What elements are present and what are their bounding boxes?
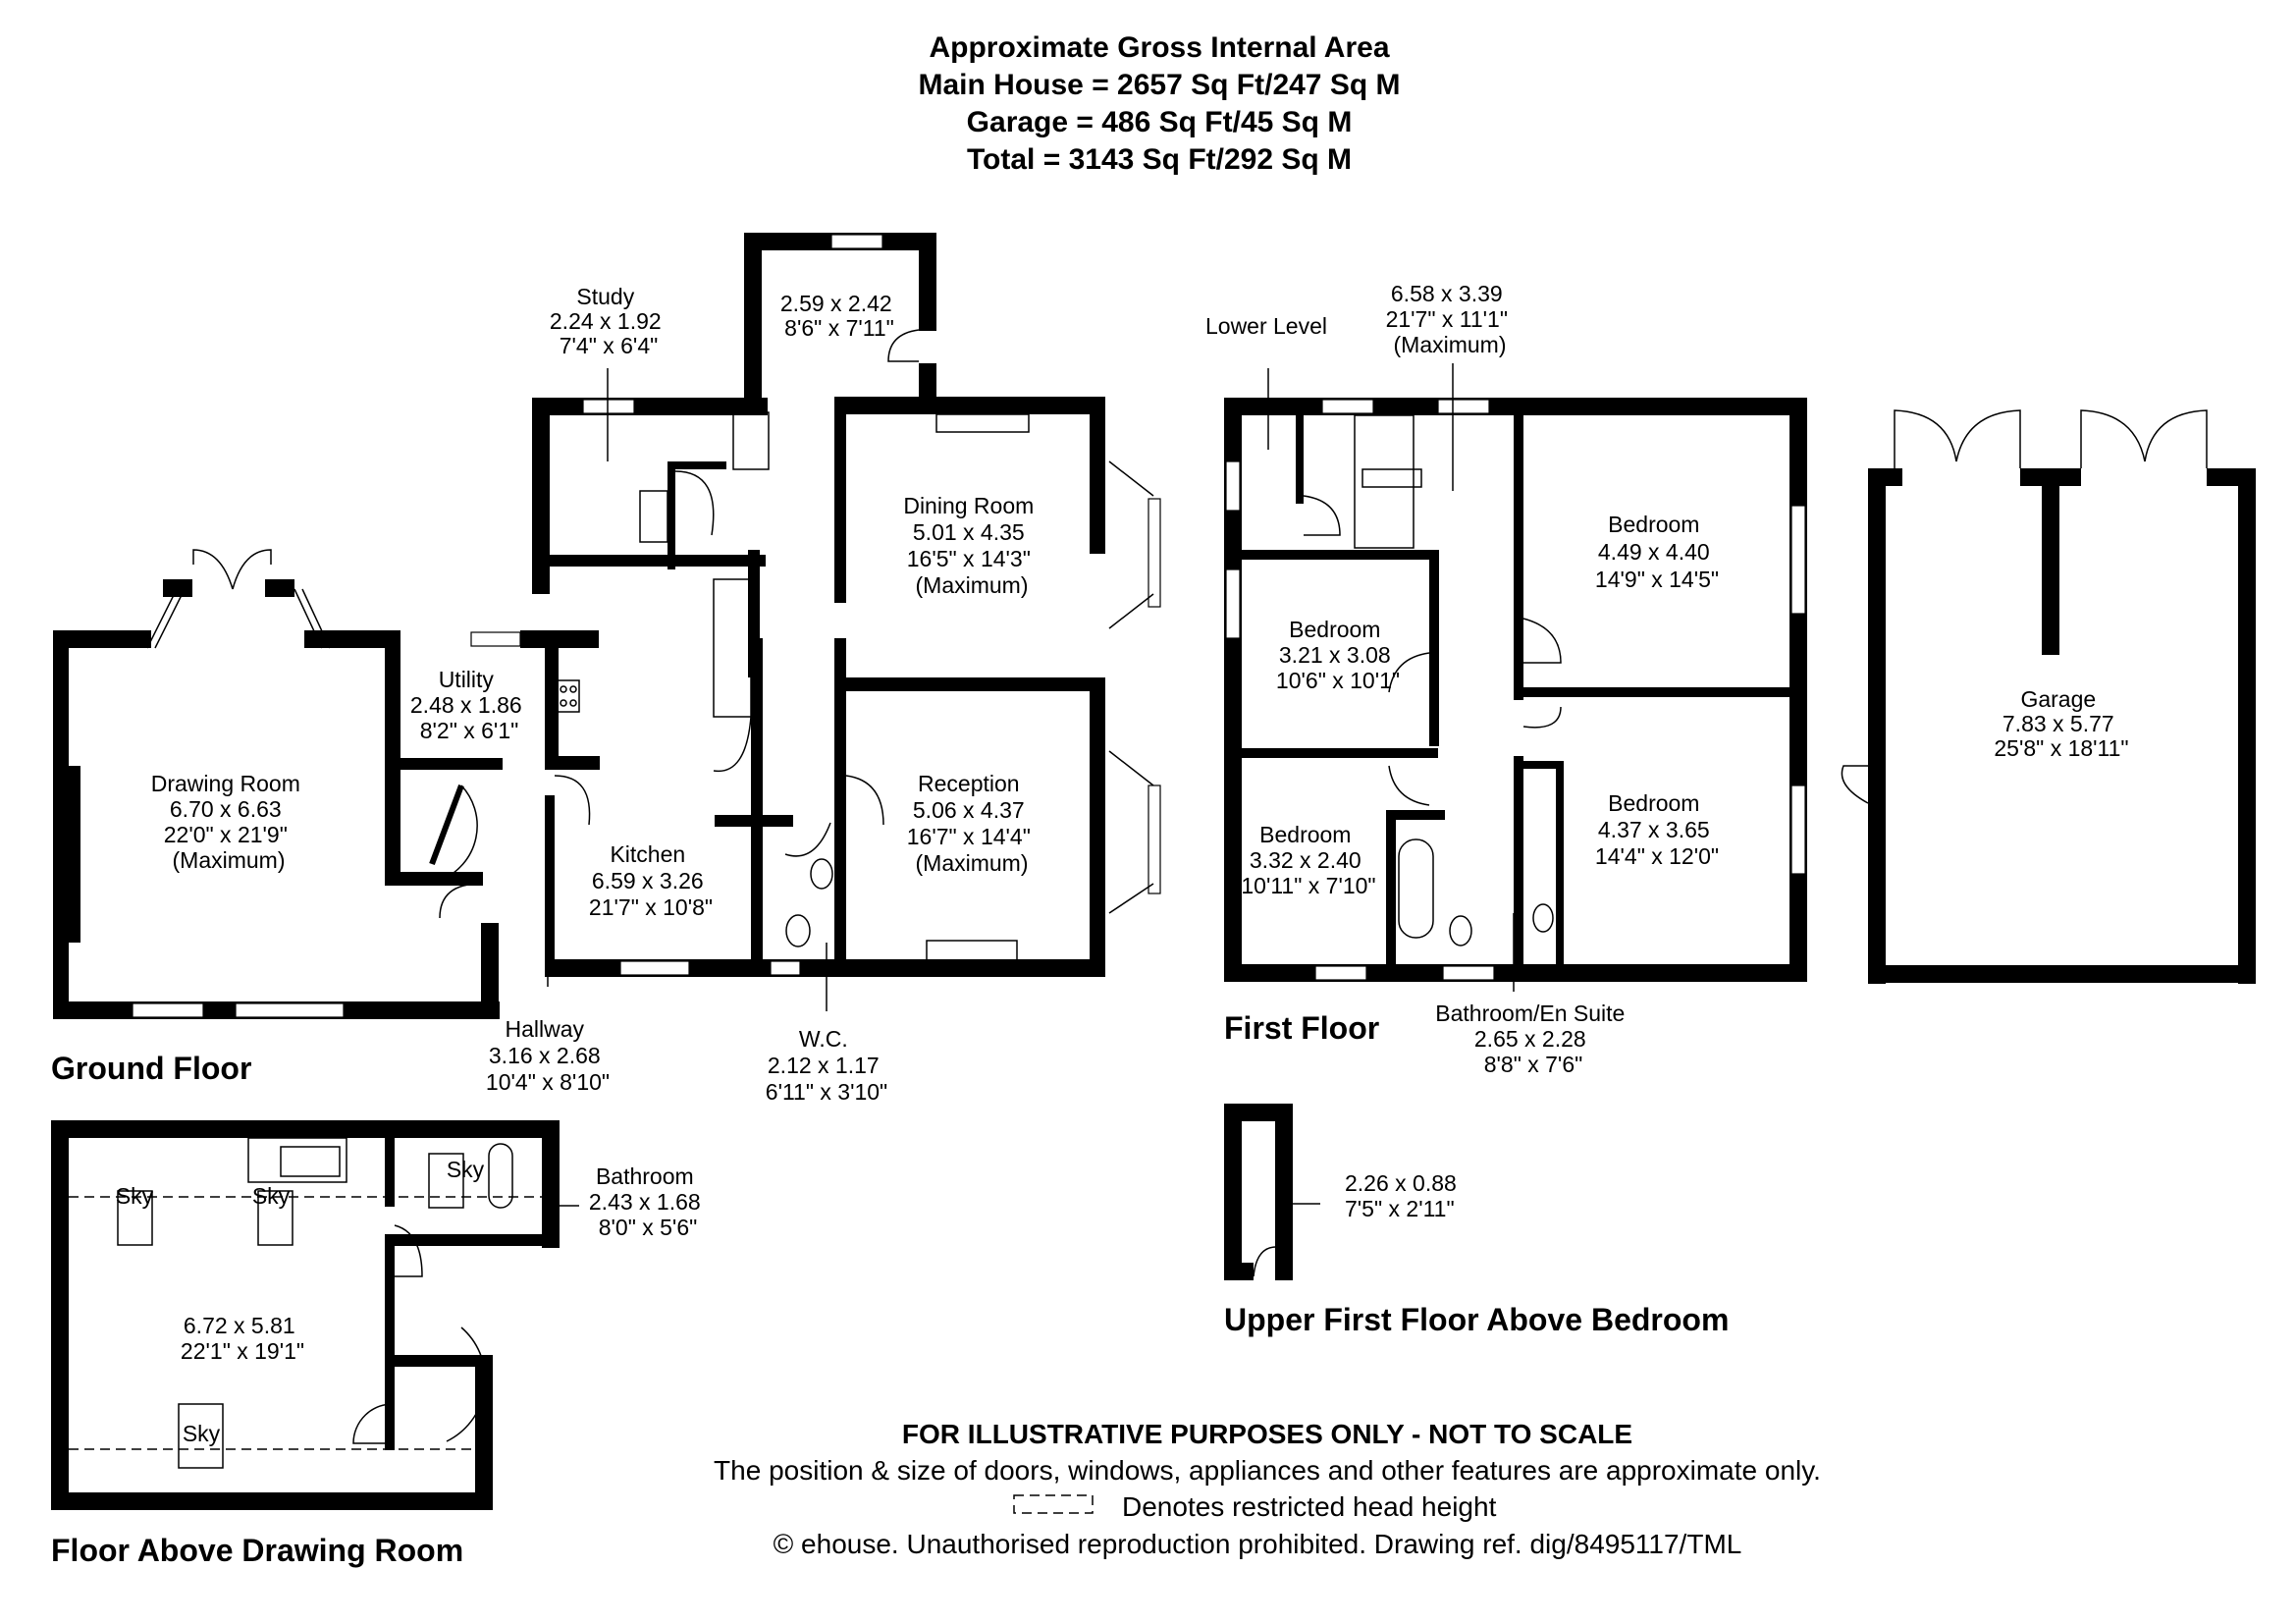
room-label-upper-room: 6.72 x 5.81 22'1" x 19'1" xyxy=(181,1313,304,1364)
total-area: Total = 3143 Sq Ft/292 Sq M xyxy=(967,143,1352,176)
room-label-wc: W.C. 2.12 x 1.17 6'11" x 3'10" xyxy=(766,1026,887,1105)
sky-label: Sky xyxy=(252,1183,291,1209)
room-label-store: 2.59 x 2.42 8'6" x 7'11" xyxy=(780,291,898,341)
ground-floor-plan xyxy=(53,233,1161,1019)
upper-first-floor-plan: 2.26 x 0.88 7'5" x 2'11" Upper First Flo… xyxy=(1224,1104,1729,1337)
approximation-note: The position & size of doors, windows, a… xyxy=(714,1455,1821,1486)
room-label-study: Study 2.24 x 1.92 7'4" x 6'4" xyxy=(550,284,667,358)
room-label-lower-level: Lower Level xyxy=(1205,313,1327,339)
copyright: © ehouse. Unauthorised reproduction proh… xyxy=(774,1529,1742,1559)
room-label-reception: Reception 5.06 x 4.37 16'7" x 14'4" (Max… xyxy=(907,771,1038,876)
room-label-upper-bathroom: Bathroom 2.43 x 1.68 8'0" x 5'6" xyxy=(589,1163,707,1240)
garage-plan: Garage 7.83 x 5.77 25'8" x 18'11" xyxy=(1841,409,2256,984)
sky-label: Sky xyxy=(447,1157,485,1182)
floor-title-above-drawing-room: Floor Above Drawing Room xyxy=(51,1533,463,1568)
room-label-bedroom-2: Bedroom 3.21 x 3.08 10'6" x 10'1" xyxy=(1276,617,1400,693)
room-label-garage: Garage 7.83 x 5.77 25'8" x 18'11" xyxy=(1994,686,2128,761)
room-label-kitchen: Kitchen 6.59 x 3.26 21'7" x 10'8" xyxy=(589,841,713,920)
room-label-utility: Utility 2.48 x 1.86 8'2" x 6'1" xyxy=(410,667,528,743)
room-label-landing: 6.58 x 3.39 21'7" x 11'1" (Maximum) xyxy=(1386,281,1515,357)
first-floor-labels: Lower Level 6.58 x 3.39 21'7" x 11'1" (M… xyxy=(1205,281,1719,1077)
room-label-bedroom-4: Bedroom 3.32 x 2.40 10'11" x 7'10" xyxy=(1241,822,1375,898)
sky-label: Sky xyxy=(116,1183,154,1209)
sky-label: Sky xyxy=(183,1421,221,1446)
area-title: Approximate Gross Internal Area xyxy=(929,31,1389,64)
room-label-loft: 2.26 x 0.88 7'5" x 2'11" xyxy=(1345,1170,1463,1221)
area-summary: Approximate Gross Internal Area Main Hou… xyxy=(919,31,1401,176)
room-label-dining-room: Dining Room 5.01 x 4.35 16'5" x 14'3" (M… xyxy=(903,493,1040,598)
room-label-bathroom-en-suite: Bathroom/En Suite 2.65 x 2.28 8'8" x 7'6… xyxy=(1435,1001,1630,1077)
room-label-drawing-room: Drawing Room 6.70 x 6.63 22'0" x 21'9" (… xyxy=(151,771,307,873)
first-floor-plan xyxy=(1224,398,1807,982)
restricted-head-height-legend-icon xyxy=(1013,1494,1094,1514)
room-label-bedroom-1: Bedroom 4.49 x 4.40 14'9" x 14'5" xyxy=(1595,512,1719,592)
legend-text: Denotes restricted head height xyxy=(1122,1491,1497,1522)
floor-title-ground: Ground Floor xyxy=(51,1051,251,1086)
ground-floor-labels: Study 2.24 x 1.92 7'4" x 6'4" 2.59 x 2.4… xyxy=(51,284,1040,1105)
room-label-bedroom-3: Bedroom 4.37 x 3.65 14'4" x 12'0" xyxy=(1595,790,1719,869)
main-house-area: Main House = 2657 Sq Ft/247 Sq M xyxy=(919,69,1401,101)
disclaimer: FOR ILLUSTRATIVE PURPOSES ONLY - NOT TO … xyxy=(902,1419,1632,1449)
floor-above-drawing-room-plan: Sky Sky Sky Sky 6.72 x 5.81 22'1" x 19'1… xyxy=(51,1120,707,1568)
floor-title-upper-first: Upper First Floor Above Bedroom xyxy=(1224,1302,1729,1337)
room-label-hallway: Hallway 3.16 x 2.68 10'4" x 8'10" xyxy=(486,1016,610,1095)
floor-title-first: First Floor xyxy=(1224,1010,1379,1046)
garage-area: Garage = 486 Sq Ft/45 Sq M xyxy=(967,106,1353,138)
footer-notes: FOR ILLUSTRATIVE PURPOSES ONLY - NOT TO … xyxy=(714,1419,1821,1559)
